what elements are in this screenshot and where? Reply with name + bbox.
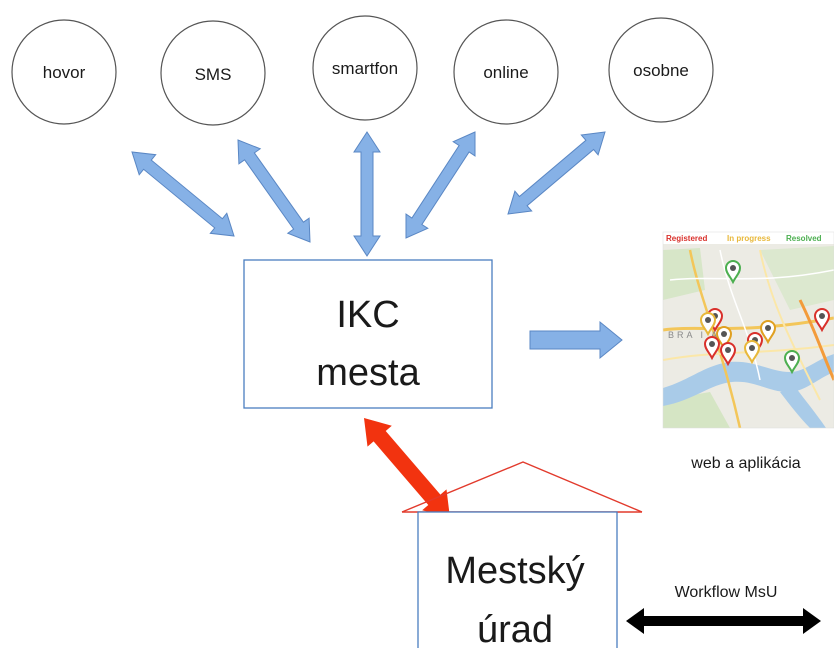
map-pin-icon xyxy=(743,340,761,365)
channel-online: online xyxy=(453,19,559,125)
arrow-ikc-web xyxy=(529,320,623,360)
map-pin-dot xyxy=(789,355,795,361)
map-caption: web a aplikácia xyxy=(690,455,801,472)
channel-online-label: online xyxy=(483,63,528,82)
map-pin-dot xyxy=(765,325,771,331)
channel-smartfon: smartfon xyxy=(312,15,418,121)
workflow-arrow xyxy=(626,608,821,634)
office-house: Mestský úrad xyxy=(401,461,643,648)
channel-hovor: hovor xyxy=(11,19,117,125)
map-pin-dot xyxy=(709,341,715,347)
workflow-label: Workflow MsU xyxy=(675,584,778,601)
map-pin-icon xyxy=(759,320,777,345)
map-legend-resolved: Resolved xyxy=(786,234,822,243)
map-pin-dot xyxy=(725,347,731,353)
channel-sms: SMS xyxy=(160,20,266,126)
arrow-smartfon-ikc xyxy=(353,131,381,257)
arrow-sms-ikc xyxy=(237,139,311,243)
map-pin-dot xyxy=(819,313,825,319)
arrow-online-ikc xyxy=(405,131,476,239)
map-city-label: BRA I A xyxy=(668,330,720,340)
map-legend-registered: Registered xyxy=(666,234,707,243)
map-pin-icon xyxy=(703,336,721,361)
map-pin-dot xyxy=(730,265,736,271)
ikc-label-line2: mesta xyxy=(316,352,420,394)
map-pin-dot xyxy=(749,345,755,351)
map-pin-dot xyxy=(721,331,727,337)
arrow-workflow xyxy=(626,608,821,634)
map-pin-icon xyxy=(783,350,801,375)
channel-arrows xyxy=(131,131,606,257)
map-legend-in-progress: In progress xyxy=(727,234,771,243)
office-label-line1: Mestský xyxy=(445,550,584,592)
ikc-box: IKC mesta xyxy=(243,259,493,409)
map-pin-icon xyxy=(719,342,737,367)
map-pin-icon xyxy=(813,308,831,333)
channel-smartfon-label: smartfon xyxy=(332,59,398,78)
ikc-label-line1: IKC xyxy=(336,294,399,336)
map-pin-icon xyxy=(699,312,717,337)
ikc-to-web-arrow xyxy=(529,320,623,360)
channel-hovor-label: hovor xyxy=(43,63,86,82)
office-label-line2: úrad xyxy=(477,609,553,648)
arrow-hovor-ikc xyxy=(131,151,235,237)
arrow-ikc-office xyxy=(364,418,450,518)
channel-sms-label: SMS xyxy=(195,65,232,84)
map-pin-dot xyxy=(705,317,711,323)
map-thumbnail: Registered In progress Resolved BRA I A xyxy=(663,232,834,428)
ikc-office-arrow xyxy=(364,418,450,518)
map-pin-icon xyxy=(715,326,733,351)
channel-osobne-label: osobne xyxy=(633,61,689,80)
channel-osobne: osobne xyxy=(608,17,714,123)
map-pin-icon xyxy=(724,260,742,285)
arrow-osobne-ikc xyxy=(507,131,606,215)
